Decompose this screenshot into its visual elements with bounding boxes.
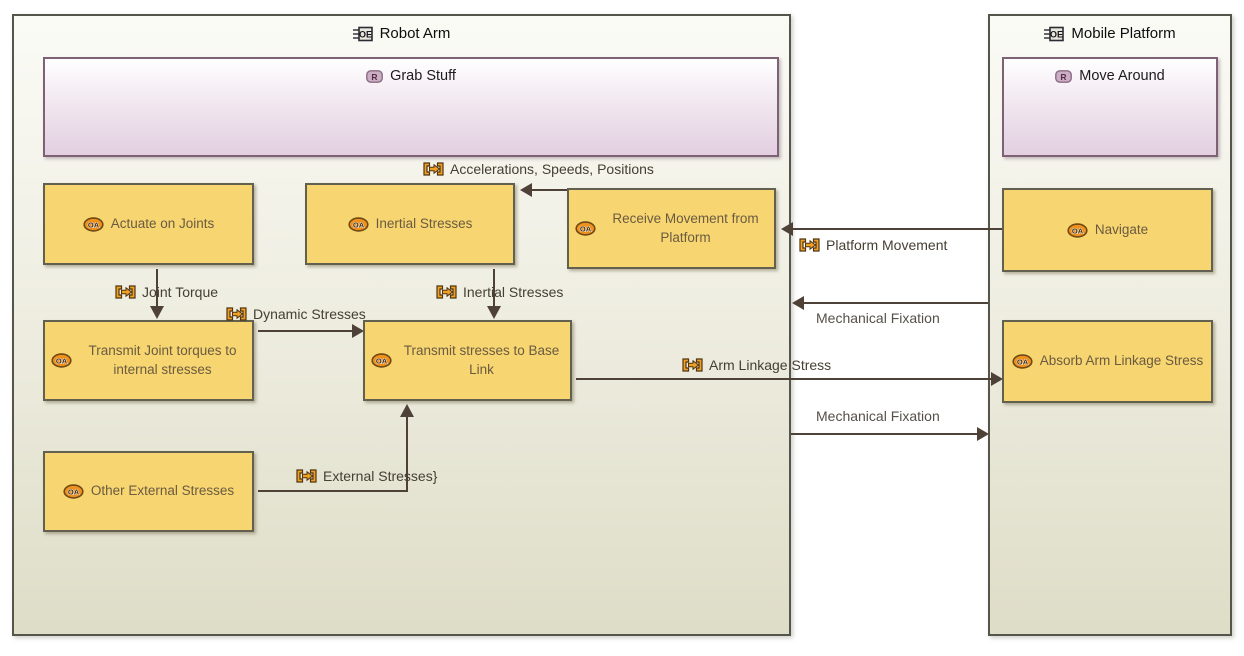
activity-transmit-joint-torques[interactable]: OA Transmit Joint torques to internal st… bbox=[43, 320, 254, 401]
label-inertial-stresses[interactable]: Inertial Stresses bbox=[436, 284, 563, 300]
label-mechanical-fixation-bottom[interactable]: Mechanical Fixation bbox=[816, 408, 940, 424]
edge-platform-movement[interactable] bbox=[781, 222, 1002, 236]
activity-actuate-on-joints[interactable]: OA Actuate on Joints bbox=[43, 183, 254, 265]
entity-title-text: Mobile Platform bbox=[1071, 25, 1176, 42]
functional-exchange-icon bbox=[436, 285, 457, 299]
edge-label-text: Platform Movement bbox=[826, 237, 948, 253]
capability-label-text: Move Around bbox=[1079, 68, 1165, 84]
activity-label: Transmit Joint torques to internal stres… bbox=[88, 342, 237, 377]
edge-label-text: Arm Linkage Stress bbox=[709, 357, 832, 373]
functional-exchange-icon bbox=[799, 238, 820, 252]
operational-entity-icon: OE bbox=[352, 26, 373, 41]
operational-activity-icon: OA bbox=[1012, 354, 1033, 369]
capability-label: R Grab Stuff bbox=[366, 68, 456, 84]
oa-icon-label: OA bbox=[56, 356, 68, 365]
capability-move-around[interactable]: R Move Around bbox=[1002, 57, 1218, 157]
r-icon-label: R bbox=[372, 71, 378, 81]
activity-label: Actuate on Joints bbox=[110, 215, 215, 231]
operational-activity-icon: OA bbox=[63, 484, 84, 499]
activity-label: Receive Movement from Platform bbox=[612, 210, 759, 245]
capability-grab-stuff[interactable]: R Grab Stuff bbox=[43, 57, 779, 157]
oa-icon-label: OA bbox=[376, 356, 388, 365]
operational-activity-icon: OA bbox=[1067, 222, 1088, 238]
oa-icon-label: OA bbox=[68, 487, 80, 496]
label-mechanical-fixation-top[interactable]: Mechanical Fixation bbox=[816, 310, 940, 326]
operational-activity-icon: OA bbox=[371, 353, 392, 368]
operational-entity-icon: OE bbox=[1044, 26, 1065, 41]
activity-label: Transmit stresses to Base Link bbox=[403, 342, 560, 377]
label-accelerations[interactable]: Accelerations, Speeds, Positions bbox=[423, 161, 654, 177]
edge-label-text: Dynamic Stresses bbox=[253, 306, 366, 322]
label-platform-movement[interactable]: Platform Movement bbox=[799, 237, 947, 253]
entity-mobile-platform-title: OE Mobile Platform bbox=[990, 25, 1230, 42]
role-icon: R bbox=[366, 69, 383, 83]
oa-icon-label: OA bbox=[1017, 357, 1029, 366]
edge-label-text: Accelerations, Speeds, Positions bbox=[450, 161, 654, 177]
edge-mechanical-fixation-bottom[interactable] bbox=[791, 427, 989, 441]
activity-label: Absorb Arm Linkage Stress bbox=[1039, 353, 1204, 369]
activity-label: Inertial Stresses bbox=[375, 215, 473, 231]
activity-label: Other External Stresses bbox=[90, 483, 235, 499]
operational-activity-icon: OA bbox=[347, 216, 369, 232]
label-dynamic-stresses[interactable]: Dynamic Stresses bbox=[226, 306, 366, 322]
edge-mechanical-fixation-top[interactable] bbox=[792, 296, 988, 310]
activity-receive-movement[interactable]: OA Receive Movement from Platform bbox=[567, 188, 776, 269]
label-external-stresses[interactable]: External Stresses} bbox=[296, 468, 437, 484]
entity-title-text: Robot Arm bbox=[379, 25, 451, 42]
operational-activity-icon: OA bbox=[83, 216, 104, 232]
edge-label-text: Inertial Stresses bbox=[463, 284, 564, 300]
activity-absorb-arm-linkage-stress[interactable]: OA Absorb Arm Linkage Stress bbox=[1002, 320, 1213, 403]
operational-activity-icon: OA bbox=[575, 221, 596, 236]
capability-label-text: Grab Stuff bbox=[390, 68, 456, 84]
functional-exchange-icon bbox=[226, 307, 247, 321]
r-icon-label: R bbox=[1061, 71, 1067, 81]
edge-label-text: External Stresses} bbox=[323, 468, 438, 484]
oa-icon-label: OA bbox=[88, 220, 100, 229]
oe-icon-label: OE bbox=[1050, 29, 1063, 39]
role-icon: R bbox=[1055, 69, 1073, 83]
functional-exchange-icon bbox=[115, 285, 136, 299]
edge-label-text: Joint Torque bbox=[142, 284, 219, 300]
capability-label: R Move Around bbox=[1055, 68, 1165, 84]
activity-label: Navigate bbox=[1094, 221, 1149, 237]
operational-activity-icon: OA bbox=[51, 353, 72, 368]
functional-exchange-icon bbox=[296, 469, 317, 483]
label-arm-linkage-stress[interactable]: Arm Linkage Stress bbox=[682, 357, 831, 373]
activity-inertial-stresses[interactable]: OA Inertial Stresses bbox=[305, 183, 515, 265]
label-joint-torque[interactable]: Joint Torque bbox=[115, 284, 218, 300]
oa-icon-label: OA bbox=[580, 224, 592, 233]
activity-other-external-stresses[interactable]: OA Other External Stresses bbox=[43, 451, 254, 532]
oe-icon-label: OE bbox=[359, 29, 372, 39]
oa-icon-label: OA bbox=[352, 220, 364, 229]
oa-icon-label: OA bbox=[1072, 226, 1084, 235]
entity-robot-arm-title: OE Robot Arm bbox=[14, 25, 789, 42]
activity-transmit-stresses-base-link[interactable]: OA Transmit stresses to Base Link bbox=[363, 320, 572, 401]
functional-exchange-icon bbox=[423, 162, 444, 176]
activity-navigate[interactable]: OA Navigate bbox=[1002, 188, 1213, 272]
functional-exchange-icon bbox=[682, 358, 703, 372]
